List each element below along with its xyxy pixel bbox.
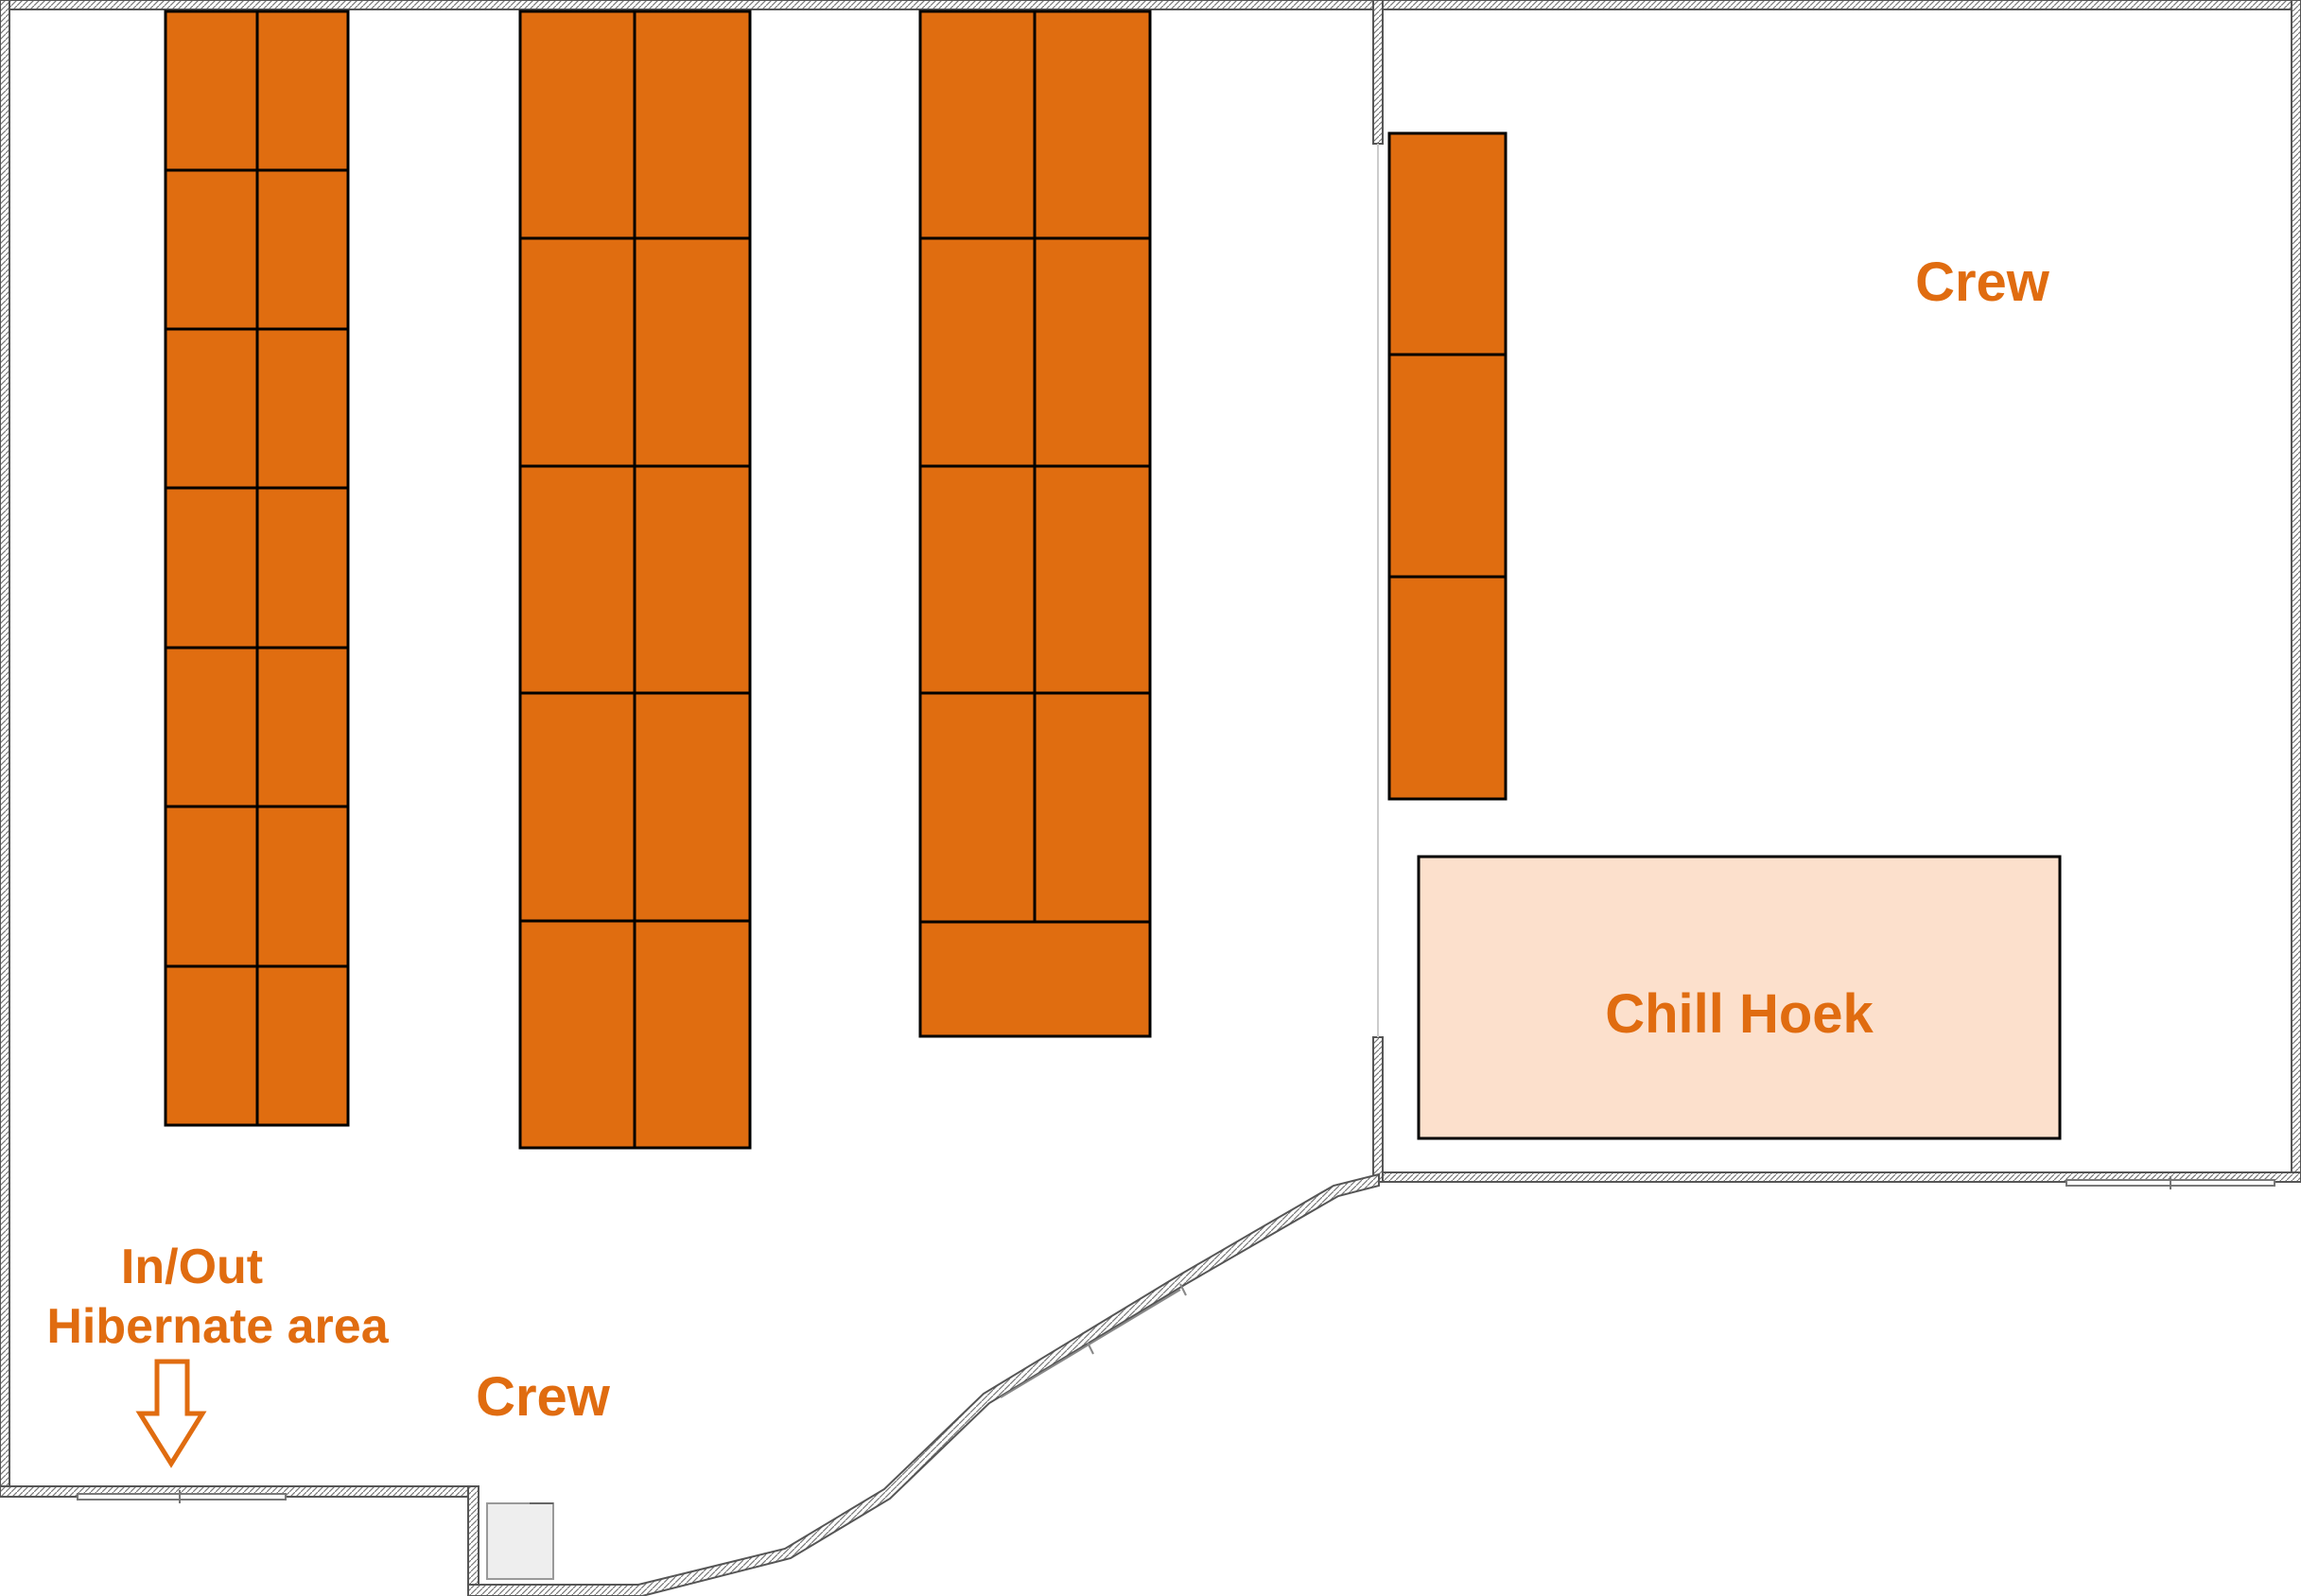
tent-block-column-1 [164, 9, 350, 1127]
crew-label-top: Crew [1915, 252, 2050, 313]
chill-hoek-label: Chill Hoek [1605, 983, 1874, 1045]
wall-diagonal [467, 1172, 1380, 1596]
tent-block-outline [1387, 131, 1508, 801]
window-bottom-right [2066, 1176, 2275, 1189]
tent-block-column-4 [1387, 131, 1508, 801]
wall-right [2291, 0, 2301, 1183]
wall-top [0, 0, 2301, 10]
partition-lower [1372, 1036, 1384, 1183]
crew-label-bottom: Crew [476, 1366, 611, 1428]
window-bottom-left [77, 1490, 287, 1503]
utility-box [486, 1502, 554, 1580]
entry-label-line-1: In/Out [121, 1240, 263, 1294]
entry-label-line-2: Hibernate area [46, 1299, 389, 1354]
wall-step [467, 1485, 479, 1596]
tent-block-column-3 [918, 9, 1152, 1038]
chill-hoek-area [1417, 855, 2062, 1140]
tent-block-column-2 [518, 9, 752, 1150]
wall-left [0, 0, 10, 1498]
window-diagonal [1000, 1283, 1187, 1398]
down-arrow-icon [135, 1359, 207, 1468]
partition-upper [1372, 0, 1384, 145]
